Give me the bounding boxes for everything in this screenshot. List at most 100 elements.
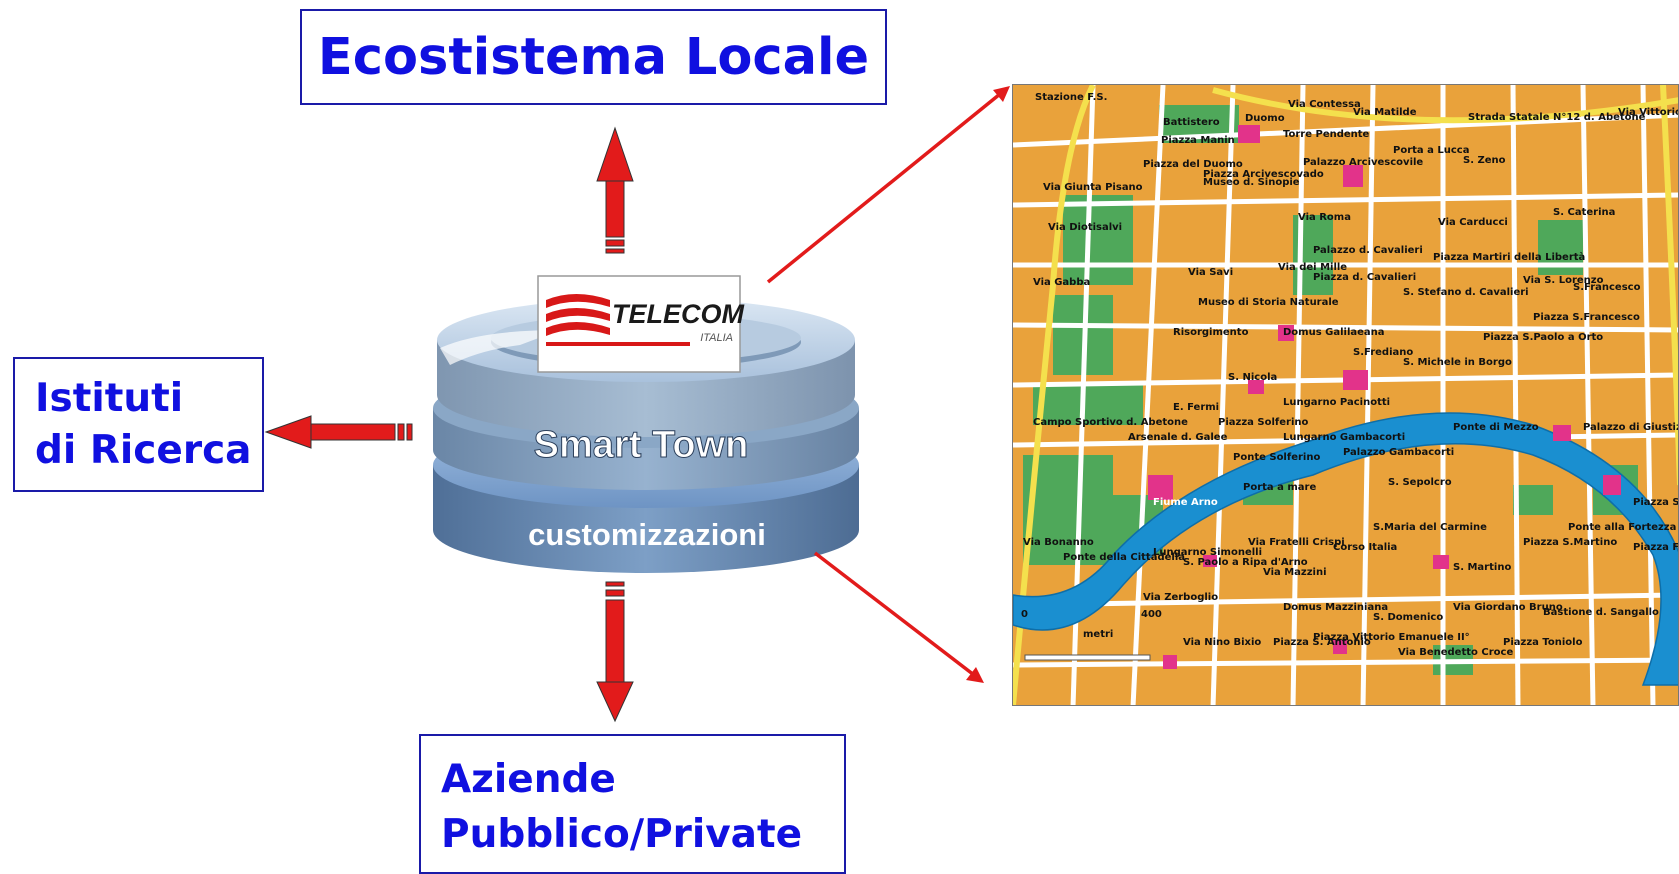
map-label: Via Contessa xyxy=(1288,99,1361,110)
map-label: Via dei Mille xyxy=(1278,262,1347,273)
map-label: Museo d. Sinopie xyxy=(1203,177,1300,188)
map-label: Via Fratelli Crispi xyxy=(1248,537,1345,548)
map-label: Via Giordano Bruno xyxy=(1453,602,1563,613)
map-label: Ponte Solferino xyxy=(1233,452,1320,463)
map-label: S.Maria del Carmine xyxy=(1373,522,1487,533)
map-label: 0 xyxy=(1021,609,1028,620)
map-label: Palazzo Gambacorti xyxy=(1343,447,1454,458)
map-label: Battistero xyxy=(1163,117,1220,128)
map-label: S. Paolo a Ripa d'Arno xyxy=(1183,557,1308,568)
map-label: Via Vittorio Veneto xyxy=(1618,107,1679,118)
smart-town-label: Smart Town xyxy=(534,424,749,466)
map-label: Domus Mazziniana xyxy=(1283,602,1388,613)
map-label: Piazza Martiri della Libertà xyxy=(1433,251,1585,263)
map-label: Ponte della Cittadella xyxy=(1063,552,1185,563)
telecom-logo: TELECOM ITALIA xyxy=(537,275,745,373)
map-label: Via Roma xyxy=(1298,212,1351,223)
aziende-label: Aziende xyxy=(441,757,616,802)
map-label: Lungarno Gambacorti xyxy=(1283,432,1405,443)
map-label: S. Sepolcro xyxy=(1388,477,1452,488)
map-scale-bar xyxy=(1024,654,1151,661)
map-label: S. Michele in Borgo xyxy=(1403,357,1512,368)
map-label: S. Stefano d. Cavalieri xyxy=(1403,287,1529,298)
map-label: S. Domenico xyxy=(1373,612,1443,623)
map-label: Piazza Vittorio Emanuele II° xyxy=(1313,632,1470,643)
telecom-logo-text: TELECOM xyxy=(612,299,745,329)
map-label: Corso Italia xyxy=(1333,542,1397,553)
aziende-box: Aziende Pubblico/Private xyxy=(419,734,846,874)
map-label: S.Frediano xyxy=(1353,347,1413,358)
map-label: Piazza S.Silvestro xyxy=(1633,497,1679,508)
map-connector-top xyxy=(766,86,1010,284)
map-label: metri xyxy=(1083,629,1113,640)
map-label: Piazza S.Paolo a Orto xyxy=(1483,332,1603,343)
map-label: Campo Sportivo d. Abetone xyxy=(1033,417,1188,428)
map-label: Via Bonanno xyxy=(1023,537,1094,548)
map-label: Via S. Lorenzo xyxy=(1523,275,1604,286)
map-label: Via Mazzini xyxy=(1263,567,1327,578)
map-label: Palazzo Arcivescovile xyxy=(1303,157,1423,168)
map-label: Piazza Solferino xyxy=(1218,417,1308,428)
map-label: E. Fermi xyxy=(1173,402,1219,413)
up-arrow xyxy=(596,126,634,254)
map-label: Piazza S.Francesco xyxy=(1533,312,1640,323)
map-label: Via Zerboglio xyxy=(1143,592,1218,603)
istituti-ricerca-box: Istituti di Ricerca xyxy=(13,357,264,492)
map-label: Palazzo di Giustizia xyxy=(1583,422,1679,433)
map-label: Via Nino Bixio xyxy=(1183,637,1261,648)
ecosistema-locale-box: Ecostistema Locale xyxy=(300,9,887,105)
map-label: Via Matilde xyxy=(1353,107,1417,118)
down-arrow xyxy=(596,581,634,723)
map-label: S.Francesco xyxy=(1573,282,1641,293)
map-label: S. Martino xyxy=(1453,562,1511,573)
map-label: Museo di Storia Naturale xyxy=(1198,297,1339,308)
map-label: Via Benedetto Croce xyxy=(1398,647,1513,658)
istituti-label: Istituti xyxy=(35,376,184,421)
map-label: Piazza Manin xyxy=(1161,135,1235,146)
map-label: Piazza Arcivescovado xyxy=(1203,169,1324,180)
map-label: Piazza d. Cavalieri xyxy=(1313,272,1416,283)
map-label: S. Caterina xyxy=(1553,207,1615,218)
map-label: Via Diotisalvi xyxy=(1048,222,1122,233)
map-label: Piazza S. Antonio xyxy=(1273,637,1371,648)
ecosistema-locale-label: Ecostistema Locale xyxy=(317,27,870,87)
map-label: Piazza F. Del Rosso xyxy=(1633,542,1679,553)
map-label: Ponte alla Fortezza xyxy=(1568,522,1676,533)
map-label: Risorgimento xyxy=(1173,327,1249,338)
map-label: Stazione F.S. xyxy=(1035,92,1107,103)
map-label: Piazza Toniolo xyxy=(1503,637,1583,648)
map-label: S. Nicola xyxy=(1228,372,1277,383)
map-label: Via Savi xyxy=(1188,267,1233,278)
italia-logo-text: ITALIA xyxy=(700,332,733,344)
map-label: Strada Statale N°12 d. Abetone xyxy=(1468,112,1646,123)
map-label: Via Giunta Pisano xyxy=(1043,182,1143,193)
map-label: Bastione d. Sangallo xyxy=(1543,607,1659,618)
di-ricerca-label: di Ricerca xyxy=(35,428,252,473)
map-label: Torre Pendente xyxy=(1283,129,1370,140)
river-arno xyxy=(1013,412,1678,686)
map-label: Ponte di Mezzo xyxy=(1453,422,1539,433)
map-label: Domus Galilaeana xyxy=(1283,327,1385,338)
map-label: Piazza del Duomo xyxy=(1143,159,1243,170)
map-label: S. Zeno xyxy=(1463,155,1506,166)
map-label: Palazzo d. Cavalieri xyxy=(1313,245,1423,256)
map-label: 400 xyxy=(1141,609,1162,620)
map-connector-bottom xyxy=(813,551,984,683)
customizzazioni-label: customizzazioni xyxy=(528,517,766,552)
map-label: Arsenale d. Galee xyxy=(1128,432,1228,443)
pubblico-private-label: Pubblico/Private xyxy=(441,812,803,857)
map-label: Lungarno Pacinotti xyxy=(1283,397,1390,408)
map-label: Lungarno Simonelli xyxy=(1153,547,1262,558)
left-arrow xyxy=(264,415,413,449)
map-label: Via Gabba xyxy=(1033,277,1090,288)
map-main-roads xyxy=(1013,85,1678,705)
map-label: Duomo xyxy=(1245,113,1285,124)
map-label: Porta a Lucca xyxy=(1393,145,1469,156)
map-label: Piazza S.Martino xyxy=(1523,537,1617,548)
map-label: Fiume Arno xyxy=(1153,497,1218,508)
map-label: Via Carducci xyxy=(1438,217,1508,228)
